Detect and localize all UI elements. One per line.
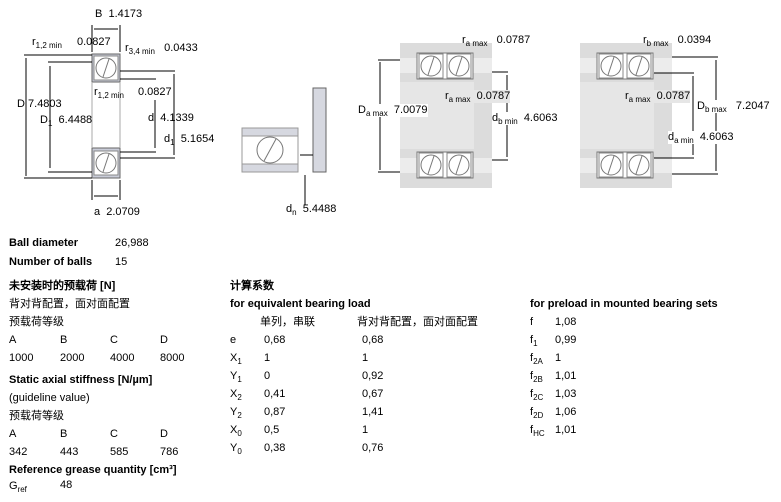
factor-symbol: Y1 [230, 370, 242, 384]
preload-factor-symbol: f2B [530, 370, 543, 384]
factor-symbol: e [230, 334, 237, 346]
preload-factor-value: 1,06 [555, 406, 577, 418]
preload-class: D [160, 334, 168, 346]
preload-factor-symbol: f2D [530, 406, 544, 420]
preload-factor-symbol: f2C [530, 388, 544, 402]
preload-value: 4000 [110, 352, 135, 364]
dim-r12-top-value: 0.0827 [77, 36, 111, 48]
col-back-face: 背对背配置，面对面配置 [357, 316, 478, 328]
preload-factor-value: 1,03 [555, 388, 577, 400]
preload-class-label: 预载荷等级 [9, 316, 64, 328]
dim-ra-mid: ra max 0.0787 [445, 90, 511, 104]
number-of-balls-value: 15 [115, 256, 128, 268]
dim-D: D 7.4803 [17, 98, 62, 110]
preload-factor-symbol: f1 [530, 334, 538, 348]
dim-db: db min 4.6063 [492, 112, 558, 126]
preload-factors-title: for preload in mounted bearing sets [530, 298, 718, 310]
bearing-side-drawing [241, 87, 327, 205]
factor-value-paired: 1,41 [362, 406, 384, 418]
equivalent-load-subtitle: for equivalent bearing load [230, 298, 371, 310]
dim-r12-top: r1,2 min [32, 36, 62, 50]
factor-value-single: 0,87 [264, 406, 286, 418]
stiffness-class: C [110, 428, 118, 440]
factor-value-paired: 1 [362, 352, 369, 364]
stiffness-value: 342 [9, 446, 28, 458]
preload-value: 1000 [9, 352, 34, 364]
number-of-balls-label: Number of balls [9, 256, 93, 268]
factor-symbol: X2 [230, 388, 242, 402]
dim-r34: r3,4 min 0.0433 [125, 42, 198, 56]
col-single-tandem: 单列，串联 [260, 316, 315, 328]
factor-value-single: 0 [264, 370, 271, 382]
factor-symbol: X0 [230, 424, 242, 438]
stiffness-class: B [60, 428, 68, 440]
preload-arrangement: 背对背配置，面对面配置 [9, 298, 130, 310]
factor-value-paired: 0,68 [362, 334, 384, 346]
factor-value-single: 0,68 [264, 334, 286, 346]
dim-dn: dn 5.4488 [286, 203, 337, 217]
dim-a: a 2.0709 [94, 206, 140, 218]
factor-symbol: X1 [230, 352, 242, 366]
stiffness-value: 443 [60, 446, 79, 458]
factor-value-single: 0,41 [264, 388, 286, 400]
factor-value-single: 1 [264, 352, 271, 364]
preload-value: 2000 [60, 352, 85, 364]
preload-class: B [60, 334, 68, 346]
factor-value-paired: 1 [362, 424, 369, 436]
preload-class: C [110, 334, 118, 346]
stiffness-title: Static axial stiffness [N/µm] [9, 374, 153, 386]
preload-factor-symbol: f [530, 316, 534, 328]
dim-da: da min 4.6063 [668, 131, 734, 145]
mounting-face-to-face-drawing [580, 43, 718, 188]
dim-D1: D1 6.4488 [40, 114, 93, 128]
dim-ra-top: ra max 0.0787 [462, 34, 531, 48]
preload-class: A [9, 334, 17, 346]
dim-rb: rb max 0.0394 [643, 34, 712, 48]
grease-symbol: Gref [9, 480, 27, 494]
dim-r12-mid-value: 0.0827 [138, 86, 172, 98]
calc-factors-title: 计算系数 [230, 280, 274, 292]
factor-value-paired: 0,67 [362, 388, 384, 400]
preload-factor-symbol: f2A [530, 352, 543, 366]
dim-d1: d1 5.1654 [164, 133, 215, 147]
ball-diameter-value: 26,988 [115, 237, 149, 249]
ball-diameter-label: Ball diameter [9, 237, 79, 249]
bearing-cross-section-drawing [24, 25, 175, 200]
factor-value-single: 0,38 [264, 442, 286, 454]
stiffness-note: (guideline value) [9, 392, 90, 404]
dim-Da: Da max 7.0079 [358, 104, 428, 118]
preload-title: 未安装时的预载荷 [N] [9, 280, 116, 292]
preload-factor-value: 1,01 [555, 424, 577, 436]
preload-factor-value: 0,99 [555, 334, 577, 346]
preload-factor-value: 1 [555, 352, 562, 364]
factor-symbol: Y0 [230, 442, 242, 456]
grease-value: 48 [60, 479, 73, 491]
dim-B: B 1.4173 [95, 8, 143, 20]
grease-title: Reference grease quantity [cm³] [9, 464, 177, 476]
preload-factor-value: 1,08 [555, 316, 577, 328]
preload-factor-symbol: fHC [530, 424, 545, 438]
factor-symbol: Y2 [230, 406, 242, 420]
stiffness-class: A [9, 428, 17, 440]
preload-value: 8000 [160, 352, 185, 364]
dim-Db: Db max 7.2047 [697, 100, 770, 114]
stiffness-class-label: 预载荷等级 [9, 410, 64, 422]
stiffness-value: 585 [110, 446, 129, 458]
stiffness-class: D [160, 428, 168, 440]
factor-value-paired: 0,76 [362, 442, 384, 454]
dim-r12-mid: r1,2 min [94, 86, 124, 100]
dim-d: d 4.1339 [148, 112, 194, 124]
dim-ra-mid-2: ra max 0.0787 [625, 90, 691, 104]
factor-value-paired: 0,92 [362, 370, 384, 382]
stiffness-value: 786 [160, 446, 179, 458]
factor-value-single: 0,5 [264, 424, 280, 436]
preload-factor-value: 1,01 [555, 370, 577, 382]
